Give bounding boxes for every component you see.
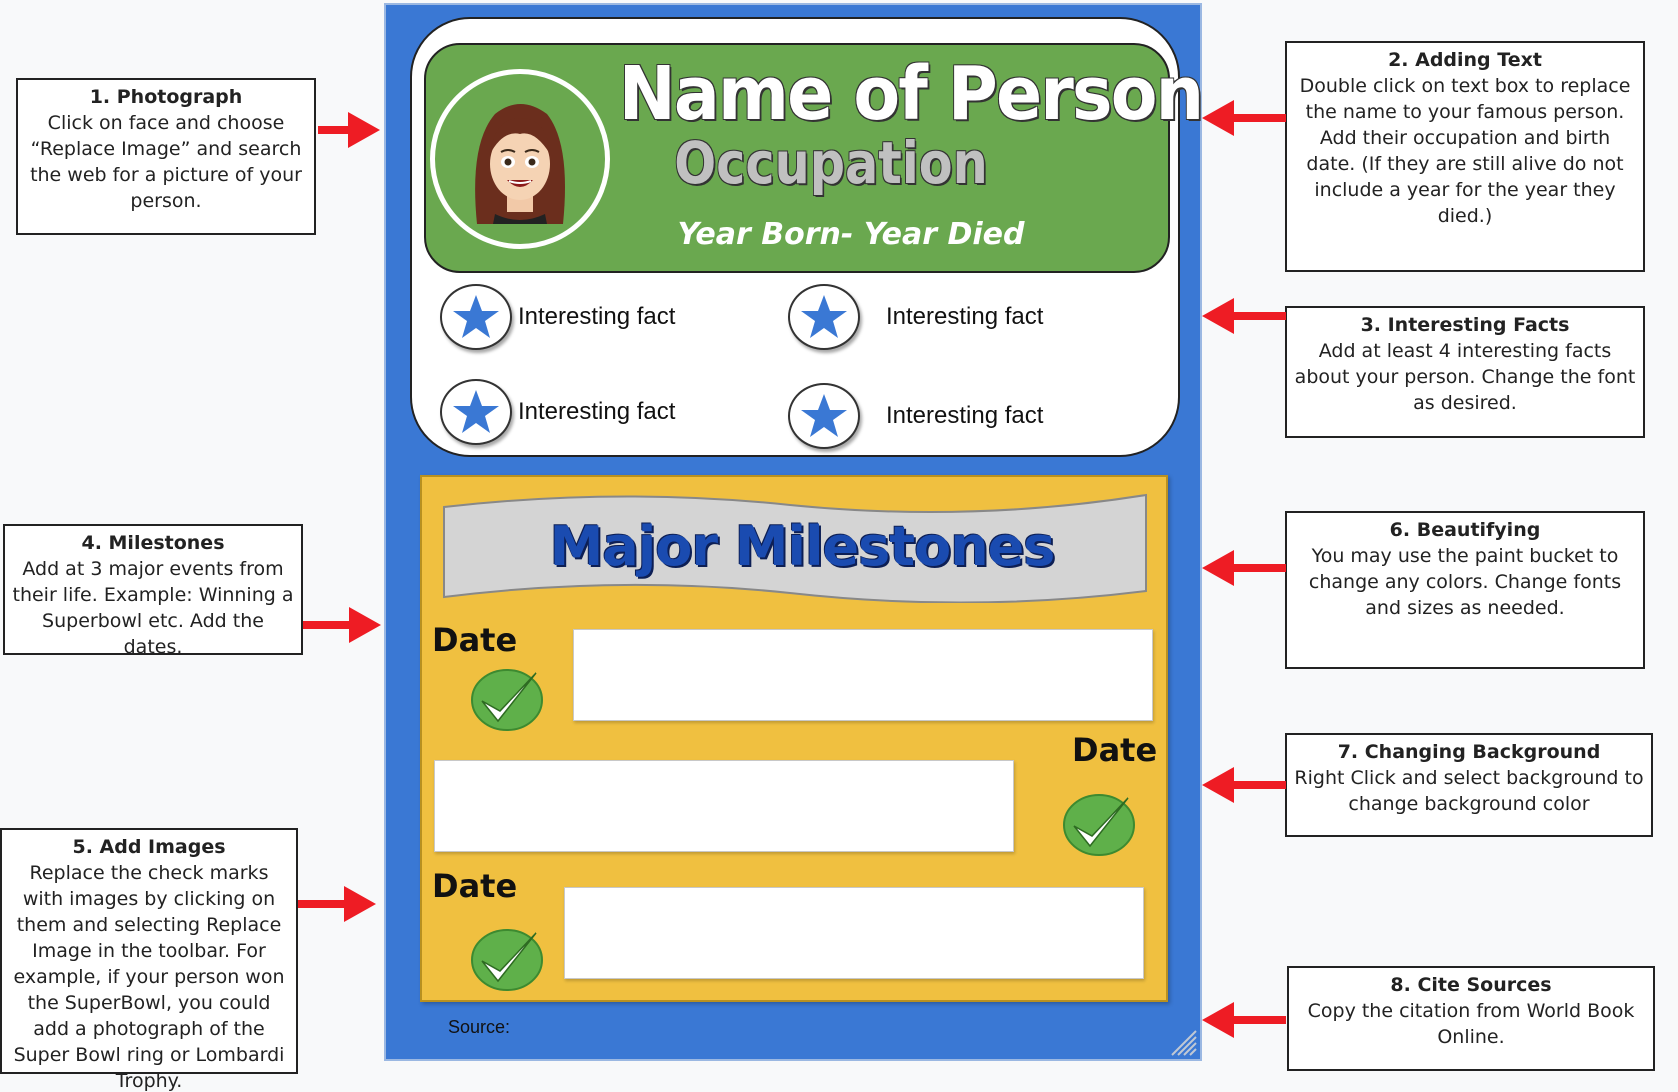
red-arrow-icon bbox=[1202, 767, 1286, 803]
red-arrow-icon bbox=[1202, 1002, 1286, 1038]
callout-beautifying: 6. Beautifying You may use the paint buc… bbox=[1285, 511, 1645, 669]
milestones-banner[interactable] bbox=[440, 493, 1152, 603]
star-icon bbox=[440, 284, 512, 350]
name-banner[interactable]: Name of Person Occupation Year Born- Yea… bbox=[424, 43, 1204, 273]
callout-body: Right Click and select background to cha… bbox=[1294, 767, 1644, 815]
callout-title: 2. Adding Text bbox=[1388, 49, 1542, 71]
fact-text[interactable]: Interesting fact bbox=[886, 402, 1044, 429]
callout-add-images: 5. Add Images Replace the check marks wi… bbox=[0, 828, 298, 1092]
fact-item[interactable]: Interesting fact bbox=[440, 377, 675, 447]
milestone-entry-box[interactable] bbox=[564, 887, 1144, 979]
callout-title: 7. Changing Background bbox=[1337, 741, 1601, 763]
check-mark-icon[interactable] bbox=[470, 665, 544, 731]
callout-body: Add at least 4 interesting facts about y… bbox=[1294, 340, 1636, 414]
callout-title: 1. Photograph bbox=[89, 86, 243, 108]
red-arrow-icon bbox=[303, 607, 381, 643]
callout-photograph: 1. Photograph Click on face and choose “… bbox=[16, 78, 316, 235]
person-name[interactable]: Name of Person bbox=[618, 51, 1204, 137]
date-label[interactable]: Date bbox=[1072, 731, 1158, 769]
red-arrow-icon bbox=[318, 112, 380, 148]
red-arrow-icon bbox=[298, 886, 376, 922]
star-icon bbox=[440, 379, 512, 445]
callout-cite-sources: 8. Cite Sources Copy the citation from W… bbox=[1287, 966, 1655, 1071]
callout-title: 4. Milestones bbox=[81, 532, 225, 554]
callout-title: 3. Interesting Facts bbox=[1360, 314, 1570, 336]
check-mark-icon[interactable] bbox=[470, 925, 544, 991]
date-label[interactable]: Date bbox=[432, 867, 518, 905]
fact-text[interactable]: Interesting fact bbox=[518, 398, 676, 425]
callout-milestones: 4. Milestones Add at 3 major events from… bbox=[3, 524, 303, 658]
fact-item[interactable]: Interesting fact bbox=[440, 282, 675, 352]
callout-body: Replace the check marks with images by c… bbox=[13, 862, 285, 1092]
star-icon bbox=[788, 383, 860, 449]
callout-adding-text: 2. Adding Text Double click on text box … bbox=[1285, 41, 1645, 272]
callout-body: Click on face and choose “Replace Image”… bbox=[30, 112, 302, 212]
bitmoji-avatar[interactable] bbox=[435, 74, 605, 244]
callout-changing-background: 7. Changing Background Right Click and s… bbox=[1285, 733, 1653, 837]
callout-body: Double click on text box to replace the … bbox=[1299, 75, 1631, 227]
milestones-title[interactable]: Major Milestones bbox=[549, 515, 1056, 578]
star-icon bbox=[788, 284, 860, 350]
slide-canvas[interactable]: Name of Person Occupation Year Born- Yea… bbox=[384, 3, 1204, 1061]
fact-text[interactable]: Interesting fact bbox=[518, 303, 676, 330]
milestones-panel[interactable]: Major Milestones Date Date Date bbox=[420, 475, 1168, 1002]
header-card[interactable]: Name of Person Occupation Year Born- Yea… bbox=[410, 17, 1204, 457]
fact-item[interactable]: Interesting fact bbox=[788, 381, 1043, 451]
callout-body: Copy the citation from World Book Online… bbox=[1307, 1000, 1635, 1048]
callout-interesting-facts: 3. Interesting Facts Add at least 4 inte… bbox=[1285, 306, 1645, 438]
fact-text[interactable]: Interesting fact bbox=[886, 303, 1044, 330]
date-label[interactable]: Date bbox=[432, 621, 518, 659]
milestone-entry-box[interactable] bbox=[434, 760, 1014, 852]
check-mark-icon[interactable] bbox=[1062, 790, 1136, 856]
callout-body: Add at 3 major events from their life. E… bbox=[12, 558, 294, 658]
years-text[interactable]: Year Born- Year Died bbox=[677, 217, 1025, 252]
callout-title: 8. Cite Sources bbox=[1390, 974, 1552, 996]
resize-handle-icon[interactable] bbox=[1168, 1027, 1198, 1057]
red-arrow-icon bbox=[1202, 298, 1286, 334]
callout-body: You may use the paint bucket to change a… bbox=[1308, 545, 1622, 619]
red-arrow-icon bbox=[1202, 550, 1286, 586]
callout-title: 5. Add Images bbox=[72, 836, 226, 858]
source-label[interactable]: Source: bbox=[448, 1017, 511, 1037]
callout-title: 6. Beautifying bbox=[1389, 519, 1541, 541]
red-arrow-icon bbox=[1202, 100, 1286, 136]
occupation-text[interactable]: Occupation bbox=[674, 129, 988, 197]
photo-placeholder[interactable] bbox=[430, 69, 610, 249]
fact-item[interactable]: Interesting fact bbox=[788, 282, 1043, 352]
milestone-entry-box[interactable] bbox=[573, 629, 1153, 721]
